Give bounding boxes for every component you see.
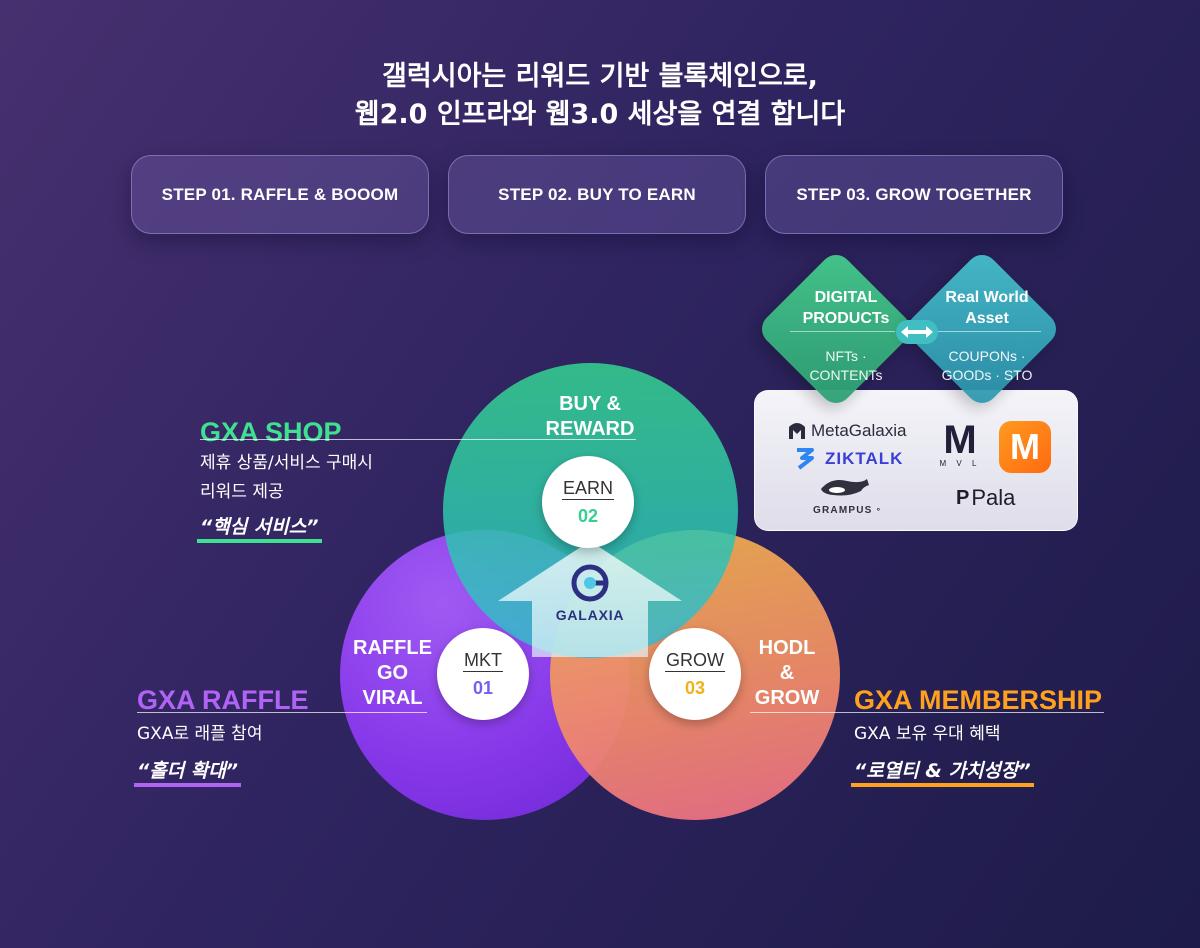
metagalaxia-icon xyxy=(789,423,805,439)
grow-circle-text: HODL & GROW xyxy=(742,636,832,711)
gxa-membership-desc: GXA 보유 우대 혜택 xyxy=(854,724,1001,744)
grow-text-2: & xyxy=(779,662,795,684)
digital-title-1: DIGITAL xyxy=(814,289,878,306)
gxa-membership-title: GXA MEMBERSHIP xyxy=(854,685,1103,715)
gxa-shop-line xyxy=(200,439,636,440)
gxa-shop-quote: “핵심 서비스” xyxy=(197,515,322,543)
earn-circle-text: BUY & REWARD xyxy=(520,392,660,442)
galaxia-logo: GALAXIA xyxy=(556,563,624,623)
step-01-button[interactable]: STEP 01. RAFFLE & BOOOM xyxy=(131,155,429,234)
gxa-raffle-desc: GXA로 래플 참여 xyxy=(137,724,263,744)
ziktalk-icon xyxy=(797,448,814,470)
rwa-title-1: Real World xyxy=(945,289,1029,306)
headline-line-1: 갤럭시아는 리워드 기반 블록체인으로, xyxy=(382,61,818,92)
rwa-sub-1: COUPONs · xyxy=(948,348,1026,364)
digital-sub-1: NFTs · xyxy=(825,348,867,364)
pala-mark: P xyxy=(956,486,970,509)
grow-badge: GROW 03 xyxy=(649,628,741,720)
mkt-badge-label: MKT xyxy=(463,650,503,672)
grampus-logo: GRAMPUS ° xyxy=(813,505,881,516)
ziktalk-logo: ZIKTALK xyxy=(795,447,903,471)
pala-text: Pala xyxy=(971,485,1016,510)
gxa-shop-title: GXA SHOP xyxy=(200,417,342,447)
earn-text-2: REWARD xyxy=(545,418,635,440)
gxa-raffle-quote: “홀더 확대” xyxy=(134,759,242,787)
ziktalk-text: ZIKTALK xyxy=(825,449,904,468)
mvl-logo: M M V L xyxy=(935,418,985,468)
earn-badge: EARN 02 xyxy=(542,456,634,548)
gxa-shop-desc-1: 제휴 상품/서비스 구매시 xyxy=(200,453,373,473)
metagalaxia-logo: MetaGalaxia xyxy=(787,421,906,441)
rwa-title-2: Asset xyxy=(965,310,1009,327)
earn-badge-label: EARN xyxy=(561,478,614,500)
digital-divider xyxy=(790,331,895,332)
digital-products-sub: NFTs · CONTENTs xyxy=(766,347,926,385)
gxa-raffle-line xyxy=(137,712,427,713)
grow-badge-number: 03 xyxy=(684,678,706,698)
grow-text-3: GROW xyxy=(754,687,820,709)
mkt-circle-text: RAFFLE GO VIRAL xyxy=(345,636,440,711)
m-app-text: M xyxy=(1010,426,1040,467)
rwa-text: Real World Asset xyxy=(907,287,1067,329)
step-02-label: STEP 02. BUY TO EARN xyxy=(498,184,696,204)
step-02-button[interactable]: STEP 02. BUY TO EARN xyxy=(448,155,746,234)
galaxia-logo-icon xyxy=(571,564,609,602)
headline: 갤럭시아는 리워드 기반 블록체인으로, 웹2.0 인프라와 웹3.0 세상을 … xyxy=(0,58,1200,134)
step-03-button[interactable]: STEP 03. GROW TOGETHER xyxy=(765,155,1063,234)
rwa-sub: COUPONs · GOODs · STO xyxy=(907,347,1067,385)
gxa-membership-line xyxy=(750,712,1104,713)
step-03-label: STEP 03. GROW TOGETHER xyxy=(796,184,1032,204)
grampus-whale-icon xyxy=(817,475,873,499)
gxa-shop-desc-2: 리워드 제공 xyxy=(200,482,284,502)
double-arrow-icon xyxy=(896,320,938,344)
mkt-text-1: RAFFLE xyxy=(353,637,432,659)
grampus-text: GRAMPUS xyxy=(813,505,873,516)
earn-badge-number: 02 xyxy=(577,506,599,526)
earn-text-1: BUY & xyxy=(559,393,621,415)
gxa-raffle-title: GXA RAFFLE xyxy=(137,685,309,715)
m-app-icon: M xyxy=(999,421,1051,473)
digital-products-diamond xyxy=(755,248,917,410)
headline-line-2: 웹2.0 인프라와 웹3.0 세상을 연결 합니다 xyxy=(354,99,846,130)
rwa-sub-2: GOODs · STO xyxy=(941,367,1033,383)
mkt-badge: MKT 01 xyxy=(437,628,529,720)
grow-badge-label: GROW xyxy=(665,650,725,672)
pala-logo: P Pala xyxy=(956,485,1015,511)
mkt-text-3: VIRAL xyxy=(362,687,423,709)
mkt-badge-number: 01 xyxy=(472,678,494,698)
mvl-mark: M xyxy=(943,418,977,462)
metagalaxia-text: MetaGalaxia xyxy=(811,421,907,440)
grampus-mark: ° xyxy=(876,505,882,516)
grow-text-1: HODL xyxy=(758,637,816,659)
mvl-text: M V L xyxy=(939,459,981,468)
digital-sub-2: CONTENTs xyxy=(809,367,883,383)
partner-logos-panel: MetaGalaxia ZIKTALK GRAMPUS ° M M V L M … xyxy=(754,390,1078,531)
digital-title-2: PRODUCTs xyxy=(802,310,890,327)
mkt-text-2: GO xyxy=(376,662,409,684)
galaxia-logo-text: GALAXIA xyxy=(555,607,625,623)
digital-products-text: DIGITAL PRODUCTs xyxy=(766,287,926,329)
rwa-divider xyxy=(936,331,1041,332)
step-01-label: STEP 01. RAFFLE & BOOOM xyxy=(161,184,399,204)
gxa-membership-quote: “로열티 & 가치성장” xyxy=(851,759,1034,787)
